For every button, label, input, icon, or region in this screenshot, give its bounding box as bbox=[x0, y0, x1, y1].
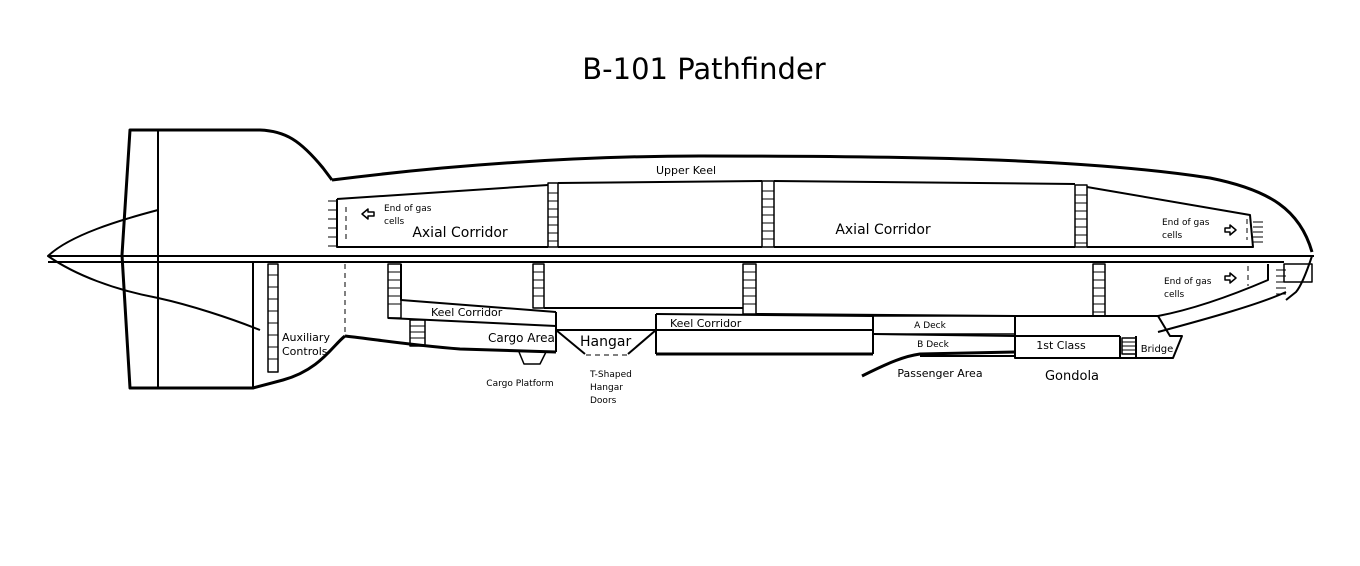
label-a-deck: A Deck bbox=[914, 321, 946, 331]
label-cargo-platform: Cargo Platform bbox=[486, 379, 553, 389]
label-t-shaped-line2: Hangar bbox=[590, 383, 623, 393]
auxiliary-controls-area bbox=[267, 263, 346, 373]
label-gondola: Gondola bbox=[1045, 369, 1099, 384]
label-cargo-area: Cargo Area bbox=[488, 331, 555, 345]
label-keel-corridor-aft: Keel Corridor bbox=[431, 306, 503, 319]
label-passenger-area: Passenger Area bbox=[897, 367, 982, 380]
label-axial-corridor-fwd: Axial Corridor bbox=[835, 222, 931, 238]
arrow-left-icon bbox=[361, 208, 375, 220]
arrow-right-icon bbox=[1224, 224, 1237, 236]
label-t-shaped-line1: T-Shaped bbox=[589, 370, 632, 380]
label-end-gas-cells-fwd-upper-line1: End of gas bbox=[1162, 218, 1210, 228]
cargo-hangar-area bbox=[409, 312, 873, 365]
label-auxiliary-line1: Auxiliary bbox=[282, 331, 330, 344]
arrow-right-icon bbox=[1224, 272, 1237, 284]
label-end-gas-cells-fwd-lower-line2: cells bbox=[1164, 290, 1184, 300]
label-keel-corridor-fwd: Keel Corridor bbox=[670, 317, 742, 330]
diagram-title: B-101 Pathfinder bbox=[582, 52, 826, 86]
label-first-class: 1st Class bbox=[1036, 339, 1086, 352]
label-end-gas-cells-aft-line2: cells bbox=[384, 217, 404, 227]
decks-area bbox=[655, 263, 1313, 378]
label-end-gas-cells-fwd-upper-line2: cells bbox=[1162, 231, 1182, 241]
label-end-gas-cells-aft-line1: End of gas bbox=[384, 204, 432, 214]
label-t-shaped-line3: Doors bbox=[590, 396, 617, 406]
label-auxiliary-line2: Controls bbox=[282, 345, 328, 358]
ladder-rungs-upper bbox=[548, 190, 1087, 244]
keel-corridor-lower bbox=[387, 263, 1269, 327]
label-upper-keel: Upper Keel bbox=[656, 164, 716, 177]
label-hangar: Hangar bbox=[580, 334, 631, 350]
axial-corridor-upper bbox=[328, 180, 1263, 248]
label-bridge: Bridge bbox=[1141, 344, 1174, 355]
hull-outline bbox=[48, 154, 1314, 354]
label-axial-corridor-aft: Axial Corridor bbox=[412, 225, 508, 241]
label-b-deck: B Deck bbox=[917, 340, 949, 350]
label-end-gas-cells-fwd-lower-line1: End of gas bbox=[1164, 277, 1212, 287]
